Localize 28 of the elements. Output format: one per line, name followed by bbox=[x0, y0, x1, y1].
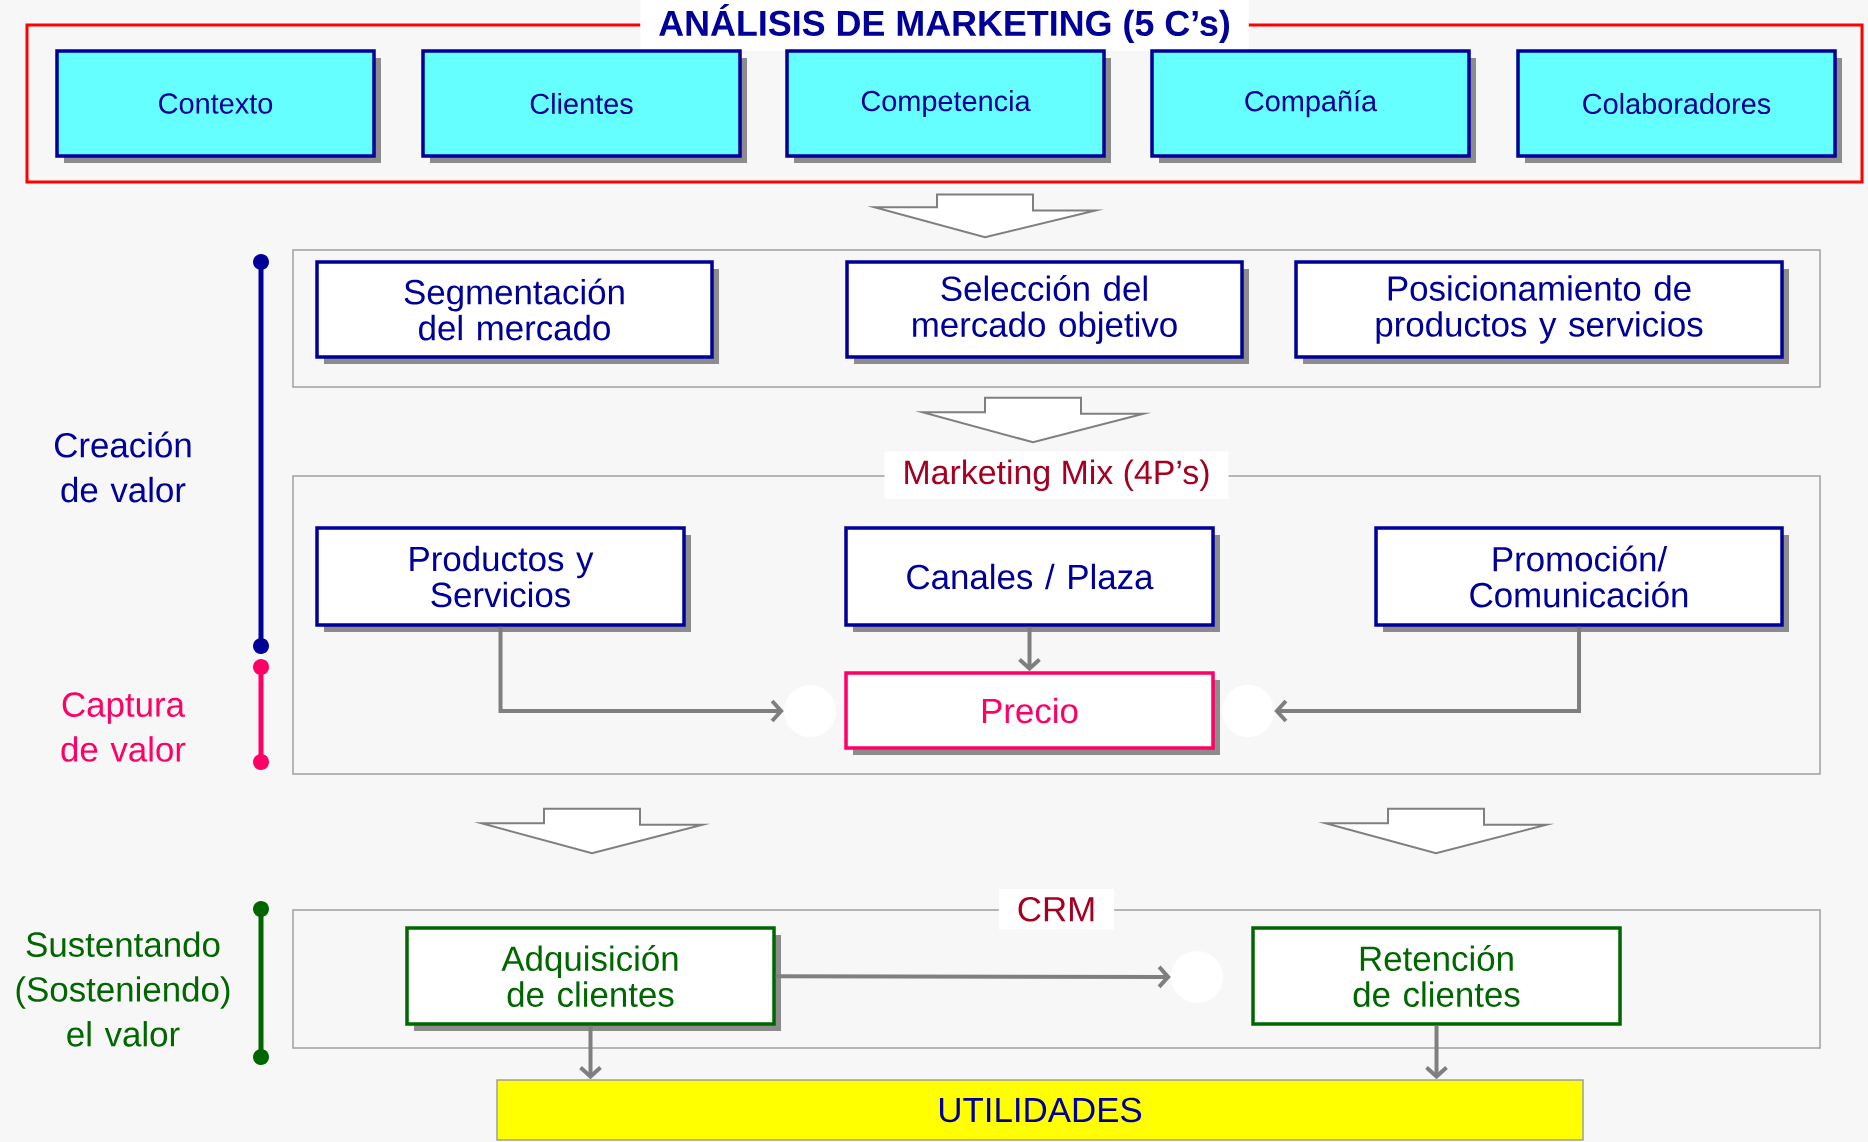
side-label: Captura de valor bbox=[61, 692, 186, 762]
process-box: Compañía bbox=[1150, 49, 1476, 163]
process-box: Posicionamiento de productos y servicios bbox=[1294, 260, 1789, 364]
arrow bbox=[1425, 1025, 1448, 1080]
arrow bbox=[498, 626, 784, 723]
result-box: UTILIDADES bbox=[496, 1079, 1584, 1141]
arrow bbox=[579, 1025, 602, 1080]
process-box: Retención de clientes bbox=[1251, 926, 1622, 1026]
process-box: Productos y Servicios bbox=[315, 526, 691, 632]
side-label: Sustentando (Sosteniendo) el valor bbox=[16, 931, 230, 1047]
process-box: Competencia bbox=[785, 49, 1111, 163]
arrow bbox=[775, 965, 1171, 989]
side-label: Creación de valor bbox=[55, 431, 191, 503]
process-box: Canales / Plaza bbox=[844, 526, 1220, 632]
panel bbox=[292, 249, 1821, 388]
process-box: Promoción/ Comunicación bbox=[1374, 526, 1789, 632]
process-box: Colaboradores bbox=[1516, 49, 1842, 163]
arrow bbox=[1274, 626, 1581, 723]
process-box: Clientes bbox=[421, 49, 747, 163]
arrow bbox=[1018, 626, 1041, 672]
circle bbox=[1222, 685, 1274, 737]
process-box: Segmentación del mercado bbox=[315, 260, 719, 364]
circle bbox=[784, 685, 836, 737]
process-box: Precio bbox=[844, 671, 1220, 755]
process-box: Contexto bbox=[55, 49, 381, 163]
circle bbox=[1171, 951, 1223, 1003]
process-box: Selección del mercado objetivo bbox=[845, 260, 1249, 364]
process-box: Adquisición de clientes bbox=[405, 926, 781, 1031]
